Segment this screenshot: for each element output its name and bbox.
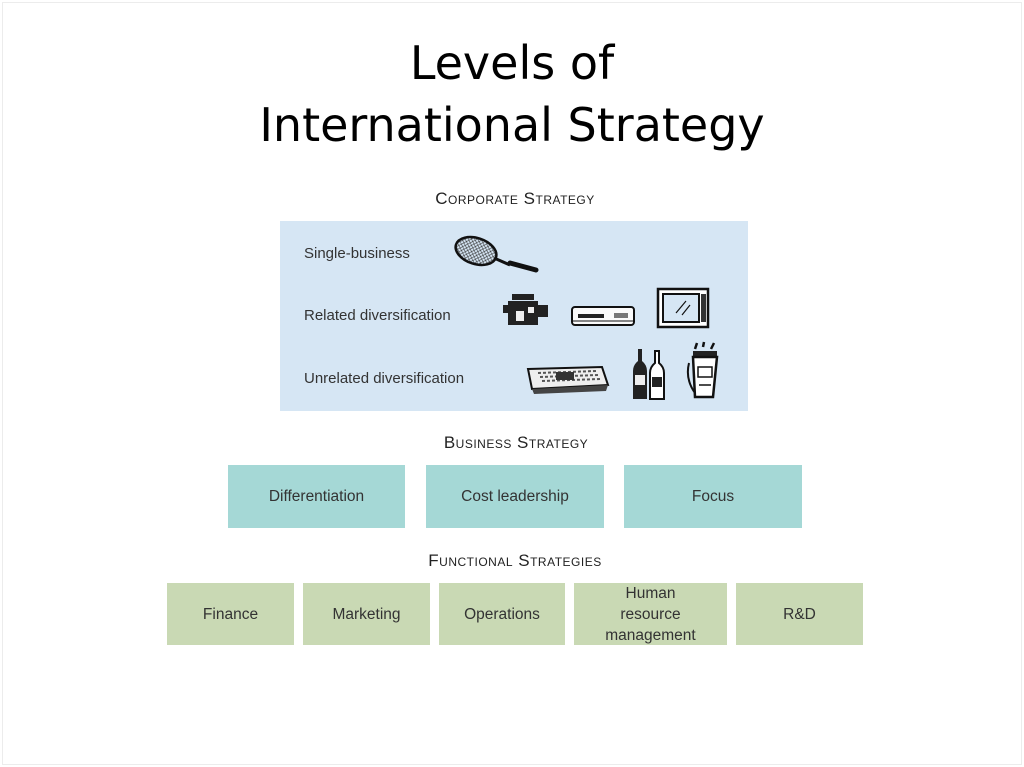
- tennis-racket-icon: [454, 235, 539, 273]
- functional-strategies-heading: Functional Strategies: [428, 551, 602, 570]
- title-line-1: Levels of: [409, 36, 615, 90]
- unrelated-diversification-label: Unrelated diversification: [304, 370, 465, 387]
- business-strategy-heading: Business Strategy: [443, 433, 589, 452]
- rnd-box: R&D: [736, 583, 863, 645]
- cost-leadership-box: Cost leadership: [426, 465, 604, 528]
- television-icon: [656, 287, 710, 329]
- differentiation-box: Differentiation: [228, 465, 405, 528]
- corporate-strategy-heading: Corporate Strategy: [435, 189, 595, 208]
- marketing-box: Marketing: [303, 583, 430, 645]
- finance-box: Finance: [167, 583, 294, 645]
- video-camera-icon: [503, 294, 548, 325]
- newspaper-icon: [526, 365, 610, 394]
- related-diversification-label: Related diversification: [304, 307, 451, 324]
- title-line-2: International Strategy: [259, 98, 765, 152]
- vcr-icon: [571, 306, 635, 326]
- single-business-label: Single-business: [304, 245, 410, 262]
- corporate-strategy-panel: Single-business Related diversification …: [280, 221, 748, 411]
- slide-title: Levels of International Strategy: [0, 32, 1024, 156]
- wine-bottles-icon: [633, 349, 665, 400]
- operations-box: Operations: [439, 583, 565, 645]
- golf-bag-icon: [686, 341, 719, 399]
- human-resource-management-box: Human resource management: [574, 583, 727, 645]
- focus-box: Focus: [624, 465, 802, 528]
